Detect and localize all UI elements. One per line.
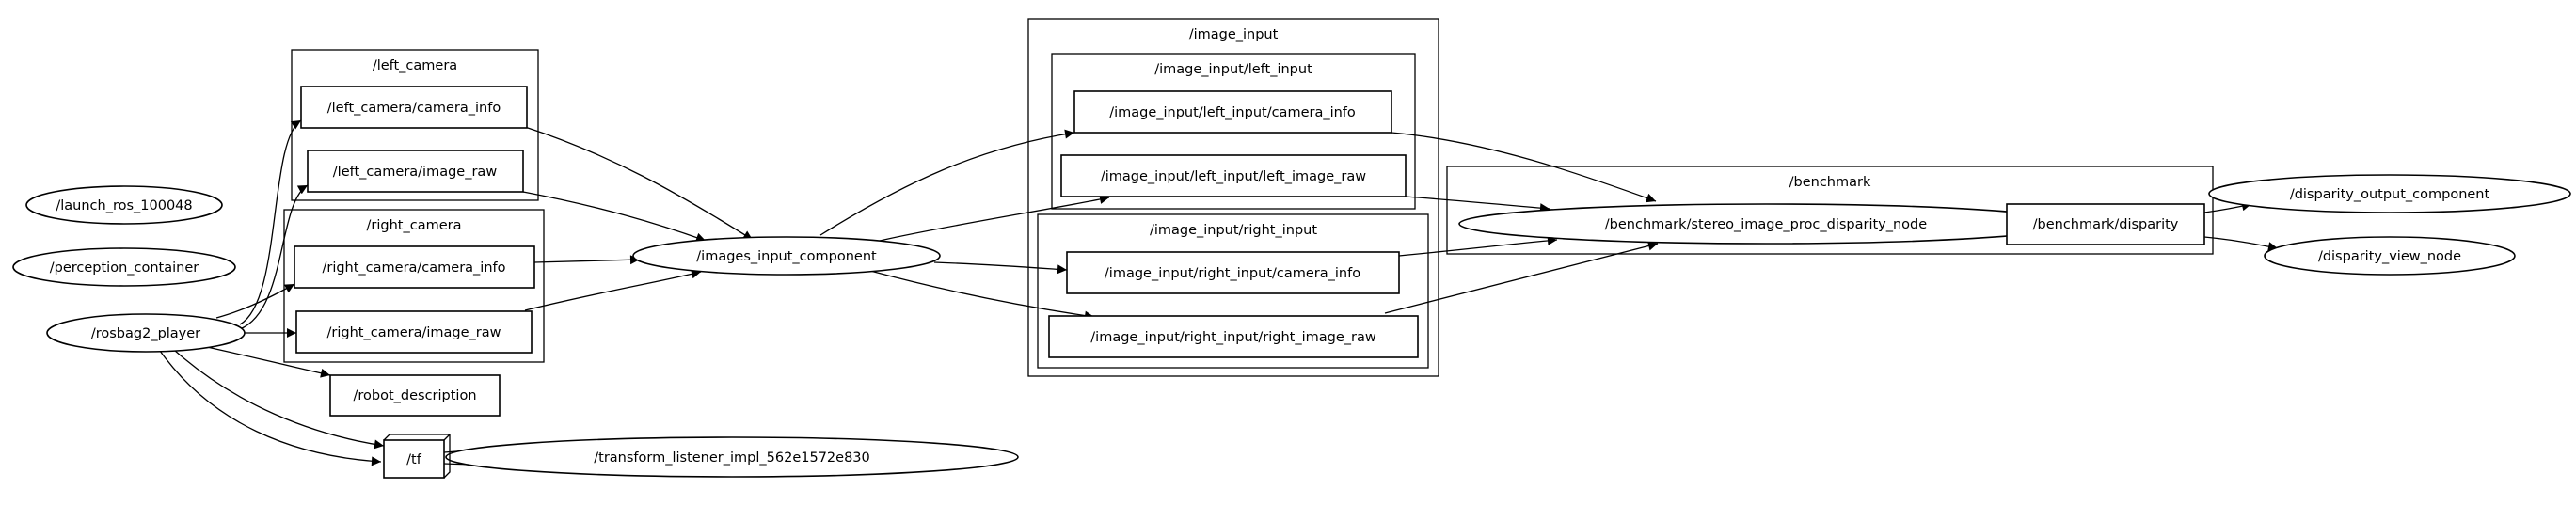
node-perception-container[interactable]: /perception_container	[12, 247, 236, 287]
edge-rosbag-to-tf-1	[173, 349, 385, 450]
node-launch-ros-label: /launch_ros_100048	[56, 198, 192, 213]
topic-right-input-right-image-raw[interactable]: /image_input/right_input/right_image_raw	[1048, 315, 1419, 358]
topic-robot-description[interactable]: /robot_description	[329, 374, 501, 417]
topic-left-input-left-image-raw[interactable]: /image_input/left_input/left_image_raw	[1060, 154, 1407, 197]
topic-benchmark-disparity[interactable]: /benchmark/disparity	[2006, 203, 2205, 245]
cluster-right-input-label: /image_input/right_input	[1150, 223, 1317, 238]
node-transform-listener[interactable]: /transform_listener_impl_562e1572e830	[445, 436, 1019, 478]
topic-tf-label: /tf	[406, 452, 422, 467]
topic-left-camera-info-label: /left_camera/camera_info	[327, 101, 501, 116]
cluster-image-input-left-input: /image_input/left_input	[1051, 53, 1416, 210]
node-launch-ros[interactable]: /launch_ros_100048	[25, 185, 223, 225]
edge-right-camera-info-to-images-input	[533, 255, 641, 265]
cluster-left-camera-label: /left_camera	[373, 58, 457, 73]
edge-images-input-to-left-input-camera-info	[819, 129, 1075, 236]
topic-left-image-raw[interactable]: /left_camera/image_raw	[307, 150, 524, 193]
topic-robot-description-label: /robot_description	[353, 388, 476, 403]
node-images-input-component-label: /images_input_component	[696, 249, 877, 264]
topic-right-camera-info-label: /right_camera/camera_info	[322, 260, 505, 276]
topic-right-image-raw-label: /right_camera/image_raw	[327, 325, 501, 340]
cluster-image-input-right-input: /image_input/right_input	[1037, 213, 1429, 369]
edge-images-input-to-right-input-right-image-raw	[869, 270, 1095, 321]
topic-right-image-raw[interactable]: /right_camera/image_raw	[295, 310, 533, 354]
edge-left-image-raw-to-images-input	[522, 191, 707, 243]
edge-left-input-camera-info-to-disparity	[1391, 132, 1657, 203]
cluster-right-camera-label: /right_camera	[367, 218, 462, 233]
cluster-benchmark: /benchmark	[1446, 166, 2214, 255]
edge-left-camera-info-to-images-input	[524, 126, 754, 241]
cluster-image-input: /image_input	[1027, 18, 1439, 377]
node-transform-listener-label: /transform_listener_impl_562e1572e830	[594, 450, 870, 466]
edge-rosbag-to-right-camera-info	[215, 283, 295, 319]
topic-benchmark-disparity-label: /benchmark/disparity	[2033, 217, 2179, 232]
edges	[159, 119, 2279, 470]
edge-rosbag-to-left-image-raw	[239, 184, 309, 330]
edge-right-image-raw-to-images-input	[524, 269, 702, 311]
node-disparity-output-component[interactable]: /disparity_output_component	[2208, 174, 2571, 213]
topic-right-input-camera-info[interactable]: /image_input/right_input/camera_info	[1066, 251, 1400, 294]
topic-left-image-raw-label: /left_camera/image_raw	[333, 165, 498, 180]
edge-rosbag-to-tf-2	[159, 350, 382, 466]
edge-right-input-right-image-raw-to-disparity	[1384, 241, 1659, 314]
node-rosbag2-player[interactable]: /rosbag2_player	[46, 313, 246, 353]
topic-left-input-camera-info[interactable]: /image_input/left_input/camera_info	[1073, 90, 1392, 134]
cluster-left-input-label: /image_input/left_input	[1154, 62, 1312, 77]
topic-left-camera-info[interactable]: /left_camera/camera_info	[300, 86, 528, 129]
node-disparity-output-component-label: /disparity_output_component	[2290, 187, 2490, 202]
topic-left-input-camera-info-label: /image_input/left_input/camera_info	[1109, 105, 1356, 120]
edge-images-input-to-right-input-camera-info	[933, 261, 1068, 275]
node-disparity-node[interactable]: /benchmark/stereo_image_proc_disparity_n…	[1458, 203, 2074, 245]
topic-right-input-camera-info-label: /image_input/right_input/camera_info	[1105, 266, 1360, 281]
topic-right-input-right-image-raw-label: /image_input/right_input/right_image_raw	[1090, 330, 1376, 345]
edge-benchmark-disparity-to-view-node	[2203, 236, 2279, 252]
topic-tf[interactable]: /tf	[383, 434, 451, 479]
edge-rosbag-to-left-camera-info	[239, 119, 302, 325]
node-images-input-component[interactable]: /images_input_component	[632, 236, 941, 276]
node-disparity-node-label: /benchmark/stereo_image_proc_disparity_n…	[1605, 217, 1927, 232]
node-disparity-view-node[interactable]: /disparity_view_node	[2264, 236, 2516, 276]
cluster-image-input-label: /image_input	[1189, 27, 1279, 42]
edge-images-input-to-left-input-left-image-raw	[879, 195, 1110, 242]
edge-rosbag-to-robot-description	[206, 346, 331, 378]
node-disparity-view-node-label: /disparity_view_node	[2318, 249, 2461, 264]
edge-left-input-left-image-raw-to-disparity	[1405, 196, 1550, 213]
topic-left-input-left-image-raw-label: /image_input/left_input/left_image_raw	[1101, 169, 1366, 184]
cluster-benchmark-label: /benchmark	[1789, 175, 1871, 190]
topic-right-camera-info[interactable]: /right_camera/camera_info	[294, 245, 535, 289]
edge-right-input-camera-info-to-disparity	[1398, 235, 1558, 257]
node-perception-container-label: /perception_container	[50, 260, 199, 276]
node-rosbag2-player-label: /rosbag2_player	[91, 326, 200, 341]
